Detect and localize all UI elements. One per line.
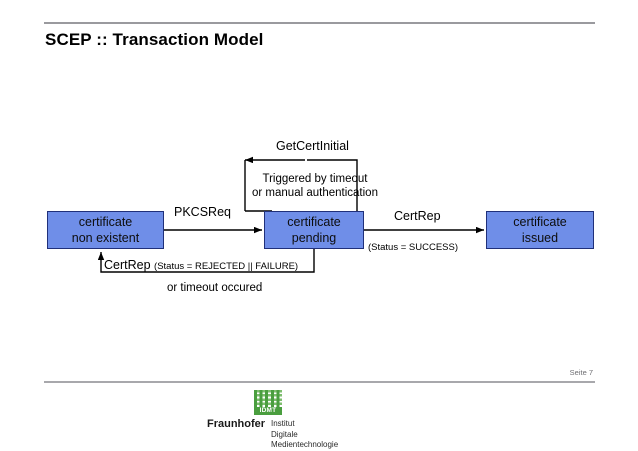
- page-number: Seite 7: [569, 368, 593, 377]
- edge-label-pkcsreq: PKCSReq: [174, 205, 231, 219]
- edge-label-loop-note: Triggered by timeout or manual authentic…: [252, 172, 378, 200]
- page-title: SCEP :: Transaction Model: [45, 30, 264, 49]
- state-label-line1: certificate: [78, 215, 133, 229]
- state-label-line2: issued: [521, 231, 559, 245]
- fraunhofer-wordmark: Fraunhofer: [207, 418, 266, 430]
- header-divider: [44, 22, 595, 24]
- edge-label-certrep-success: CertRep: [394, 209, 441, 223]
- fraunhofer-idmt-logo: IDMT Fraunhofer Institut Digitale Medien…: [207, 390, 437, 449]
- state-certificate-pending[interactable]: certificate pending: [264, 211, 364, 249]
- certrep-failure-main: CertRep: [104, 258, 151, 272]
- state-label-line1: certificate: [287, 215, 341, 229]
- institute-line2: Digitale: [271, 429, 298, 439]
- loop-note-line1: Triggered by timeout: [262, 173, 368, 185]
- edge-certrep-failure: [97, 249, 315, 273]
- state-label-line1: certificate: [513, 215, 567, 229]
- institute-line3: Medientechnologie: [271, 440, 339, 449]
- edge-label-status-success: (Status = SUCCESS): [368, 242, 459, 253]
- logo-grid-pattern: [254, 390, 282, 407]
- institute-name: Institut Digitale Medientechnologie: [271, 419, 338, 451]
- idmt-logo-icon: IDMT: [254, 390, 282, 415]
- state-label-line2: pending: [291, 231, 337, 245]
- state-certificate-issued[interactable]: certificate issued: [486, 211, 594, 249]
- edge-getcertinitial-right: [307, 159, 358, 211]
- edge-label-certrep-failure: CertRep (Status = REJECTED || FAILURE): [104, 258, 298, 274]
- logo-idmt-text: IDMT: [254, 407, 282, 415]
- loop-note-line2: or manual authentication: [252, 187, 378, 199]
- state-certificate-non-existent[interactable]: certificate non existent: [47, 211, 164, 249]
- institute-line1: Institut: [271, 419, 295, 428]
- state-label-line2: non existent: [71, 231, 140, 245]
- certrep-failure-status: (Status = REJECTED || FAILURE): [154, 261, 299, 272]
- edge-label-getcertinitial: GetCertInitial: [276, 139, 349, 153]
- footer-divider: [44, 381, 595, 383]
- edge-label-timeout-note: or timeout occured: [167, 282, 263, 294]
